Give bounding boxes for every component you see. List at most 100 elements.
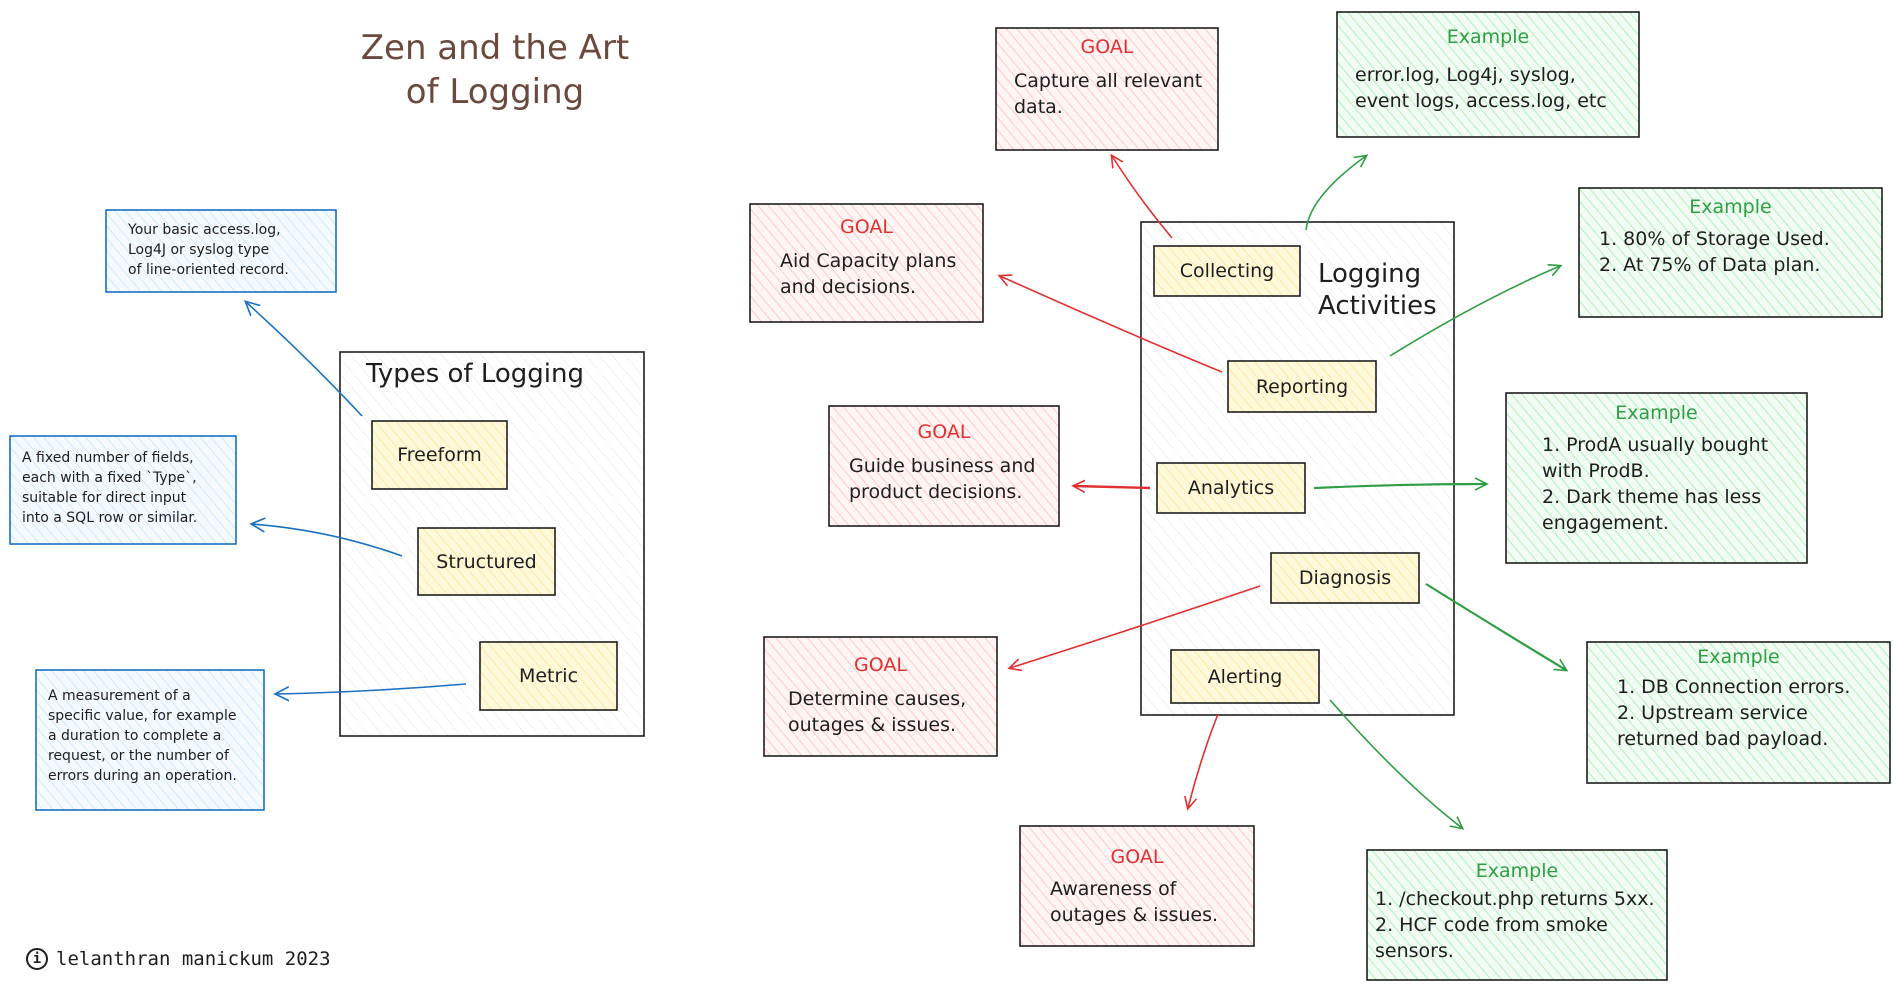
example-1: Example error.log, Log4j, syslog, event … — [1337, 26, 1639, 114]
goal-heading: GOAL — [1080, 36, 1134, 58]
arrow-reporting-example — [1389, 266, 1560, 357]
freeform-note: Your basic access.log, Log4J or syslog t… — [116, 220, 336, 280]
chip-alerting: Alerting — [1207, 665, 1283, 688]
goal-line: Guide business and — [849, 455, 1036, 477]
note-line: into a SQL row or similar. — [22, 510, 198, 526]
note-line: specific value, for example — [48, 708, 237, 724]
structured-note-box — [9, 435, 237, 545]
credit: i lelanthran manickum 2023 — [26, 948, 331, 970]
note-line: A measurement of a — [48, 688, 191, 704]
chip-alerting-box — [1170, 649, 1320, 704]
goal-heading: GOAL — [1110, 846, 1164, 868]
goal-text: Determine causes, outages & issues. — [764, 676, 997, 738]
arrow-diagnosis-goal — [1010, 585, 1261, 668]
chip-diagnosis-box — [1270, 552, 1420, 604]
example-line: 2. Upstream service — [1617, 702, 1808, 724]
example-text: error.log, Log4j, syslog, event logs, ac… — [1337, 48, 1639, 114]
goal-line: Capture all relevant — [1014, 70, 1203, 92]
freeform-note-box — [105, 209, 337, 293]
example-box-1 — [1336, 11, 1640, 138]
arrow-collecting-goal — [1112, 156, 1173, 239]
chip-collecting-box — [1153, 245, 1301, 297]
example-heading: Example — [1615, 402, 1698, 424]
arrow-collecting-example — [1305, 156, 1366, 231]
example-heading: Example — [1689, 196, 1772, 218]
example-box-5 — [1366, 849, 1668, 981]
note-line: Your basic access.log, — [128, 222, 281, 238]
metric-note-box — [35, 669, 265, 811]
goal-box-1 — [995, 27, 1219, 151]
arrow-metric-note — [276, 683, 467, 694]
example-line: 1. ProdA usually bought — [1542, 434, 1769, 456]
example-line: 2. HCF code from smoke — [1375, 914, 1608, 936]
example-line: 1. 80% of Storage Used. — [1599, 228, 1830, 250]
arrow-analytics-example — [1313, 484, 1486, 488]
goal-line: outages & issues. — [1050, 904, 1219, 926]
note-line: A fixed number of fields, — [22, 450, 194, 466]
note-line: a duration to complete a — [48, 728, 222, 744]
example-heading: Example — [1475, 860, 1559, 882]
goal-text: Capture all relevant data. — [996, 58, 1218, 120]
cc-icon: i — [26, 948, 48, 970]
goal-heading: GOAL — [840, 216, 893, 238]
example-text: 1. ProdA usually bought with ProdB. 2. D… — [1506, 424, 1807, 536]
note-line: of line-oriented record. — [128, 262, 289, 278]
example-box-4 — [1586, 641, 1891, 784]
chip-reporting: Reporting — [1255, 375, 1349, 398]
example-2: Example 1. 80% of Storage Used. 2. At 75… — [1579, 196, 1882, 278]
example-line: 2. At 75% of Data plan. — [1599, 254, 1821, 276]
title-line-2: of Logging — [405, 72, 585, 112]
chip-structured: Structured — [436, 550, 537, 573]
arrow-alerting-example — [1329, 699, 1462, 828]
example-text: 1. 80% of Storage Used. 2. At 75% of Dat… — [1579, 218, 1882, 278]
chip-diagnosis: Diagnosis — [1298, 567, 1392, 589]
goal-heading: GOAL — [917, 421, 971, 443]
example-line: returned bad payload. — [1617, 728, 1829, 750]
goal-text: Guide business and product decisions. — [829, 443, 1059, 505]
example-box-3 — [1505, 392, 1808, 564]
goal-line: product decisions. — [849, 481, 1023, 503]
chip-analytics: Analytics — [1187, 477, 1275, 499]
structured-note: A fixed number of fields, each with a fi… — [10, 448, 236, 528]
goal-text: Aid Capacity plans and decisions. — [750, 238, 983, 300]
chip-reporting-box — [1227, 360, 1377, 413]
goal-3: GOAL Guide business and product decision… — [829, 421, 1059, 505]
goal-box-3 — [828, 405, 1060, 527]
arrow-diagnosis-example — [1425, 583, 1566, 670]
chip-structured-box — [417, 527, 556, 596]
example-line: error.log, Log4j, syslog, — [1355, 64, 1576, 86]
goal-line: Aid Capacity plans — [780, 250, 957, 272]
chip-freeform: Freeform — [397, 444, 482, 466]
note-line: request, or the number of — [48, 748, 229, 764]
example-box-2 — [1578, 187, 1883, 318]
types-frame-label: Types of Logging — [366, 359, 585, 389]
example-line: 1. DB Connection errors. — [1617, 676, 1851, 698]
goal-1: GOAL Capture all relevant data. — [996, 36, 1218, 120]
arrow-alerting-goal — [1188, 713, 1219, 808]
title-line-1: Zen and the Art — [360, 28, 630, 68]
arrow-freeform-note — [246, 302, 363, 417]
goal-box-5 — [1019, 825, 1255, 947]
example-heading: Example — [1446, 26, 1530, 48]
note-line: each with a fixed `Type`, — [22, 470, 197, 486]
goal-line: and decisions. — [780, 276, 917, 298]
arrow-structured-note — [252, 524, 403, 557]
example-heading: Example — [1697, 646, 1780, 668]
note-line: Log4J or syslog type — [128, 242, 270, 258]
goal-line: outages & issues. — [788, 714, 957, 736]
credit-text: lelanthran manickum 2023 — [56, 948, 331, 970]
example-4: Example 1. DB Connection errors. 2. Upst… — [1587, 646, 1890, 752]
arrow-analytics-goal — [1074, 486, 1151, 488]
example-text: 1. /checkout.php returns 5xx. 2. HCF cod… — [1367, 882, 1667, 964]
goal-box-4 — [763, 636, 998, 757]
goal-text: Awareness of outages & issues. — [1020, 868, 1254, 928]
example-line: event logs, access.log, etc — [1355, 90, 1607, 112]
goal-5: GOAL Awareness of outages & issues. — [1020, 846, 1254, 928]
example-line: 1. /checkout.php returns 5xx. — [1375, 888, 1655, 910]
goal-line: Awareness of — [1050, 878, 1177, 900]
note-line: suitable for direct input — [22, 490, 187, 506]
example-line: sensors. — [1375, 940, 1454, 962]
goal-4: GOAL Determine causes, outages & issues. — [764, 654, 997, 738]
note-line: errors during an operation. — [48, 768, 237, 784]
